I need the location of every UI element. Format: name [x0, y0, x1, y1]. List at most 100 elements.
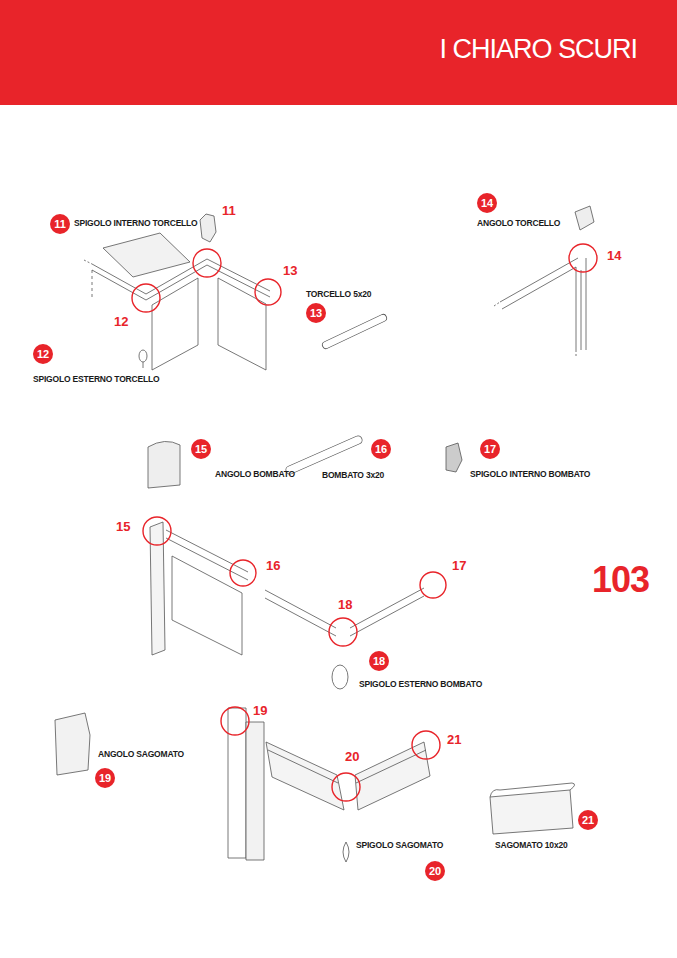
part-name: TORCELLO 5x20	[306, 290, 371, 299]
spigolo-esterno-bombato-icon	[332, 665, 348, 689]
part-name: SPIGOLO INTERNO TORCELLO	[74, 219, 198, 228]
part-name: BOMBATO 3x20	[322, 471, 384, 480]
angolo-bombato-piece	[150, 522, 165, 655]
detail-circle	[193, 249, 221, 277]
guide-line	[576, 350, 577, 358]
bombato-rail	[265, 598, 336, 636]
detail-circle	[329, 618, 357, 646]
sagomato-lip	[268, 750, 338, 783]
wall-tile	[172, 556, 242, 655]
spigolo-esterno-icon	[143, 362, 144, 368]
callout-number: 14	[607, 249, 621, 263]
angolo-bombato-icon	[148, 441, 180, 488]
callout-number: 13	[310, 308, 322, 319]
header-band	[0, 0, 677, 105]
part-name: ANGOLO SAGOMATO	[98, 750, 184, 759]
bombato-rail	[350, 596, 424, 636]
callout-number: 20	[345, 750, 359, 764]
sagomato-lip	[490, 783, 575, 797]
torcello-rail	[500, 258, 578, 302]
torcello-rail	[502, 267, 576, 309]
callout-badge: 17	[480, 439, 500, 459]
sagomato-band	[355, 742, 430, 810]
callout-badge: 13	[306, 303, 326, 323]
callout-number: 18	[338, 598, 352, 612]
sagomato-vertical	[228, 708, 246, 858]
callout-number: 16	[375, 444, 387, 455]
callout-number: 19	[253, 704, 267, 718]
part-name: SPIGOLO SAGOMATO	[356, 841, 443, 850]
part-name: SPIGOLO ESTERNO BOMBATO	[359, 680, 482, 689]
sagomato-band	[266, 742, 344, 810]
callout-number: 21	[447, 733, 461, 747]
part-name: SAGOMATO 10x20	[495, 841, 567, 850]
torcello-rail	[576, 267, 577, 350]
torcello-rail	[92, 265, 270, 300]
callout-badge: 18	[369, 651, 389, 671]
part-name: ANGOLO BOMBATO	[215, 470, 295, 479]
callout-number: 19	[99, 773, 111, 784]
callout-badge: 15	[191, 439, 211, 459]
callout-number: 11	[54, 219, 66, 230]
callout-number: 20	[429, 866, 441, 877]
trim-drawings	[55, 206, 594, 862]
torcello-rail	[581, 270, 582, 350]
detail-circle	[412, 731, 440, 759]
page-title: I CHIARO SCURI	[439, 36, 637, 63]
torcello-rod	[326, 318, 383, 345]
callout-number: 16	[266, 559, 280, 573]
sagomato-vertical	[246, 722, 264, 860]
callout-badge: 14	[477, 193, 497, 213]
callout-number: 15	[195, 444, 207, 455]
bombato-rail	[166, 538, 248, 580]
spigolo-interno-icon	[200, 214, 216, 242]
callout-badge: 21	[578, 810, 598, 830]
torcello-rod	[326, 318, 383, 345]
spigolo-interno-bombato-icon	[446, 443, 462, 472]
wall-tile	[218, 278, 266, 370]
detail-circle	[221, 707, 249, 735]
callout-number: 21	[582, 815, 594, 826]
callout-number: 13	[283, 264, 297, 278]
part-name: SPIGOLO INTERNO BOMBATO	[470, 470, 590, 479]
bombato-rod	[290, 440, 358, 470]
callout-number: 12	[114, 315, 128, 329]
angolo-torcello-icon	[575, 206, 594, 230]
detail-circle	[132, 284, 160, 312]
callout-number: 15	[116, 520, 130, 534]
spigolo-esterno-icon	[139, 350, 147, 362]
page-number: 103	[592, 560, 649, 600]
part-name: SPIGOLO ESTERNO TORCELLO	[33, 375, 159, 384]
detail-circle	[332, 773, 360, 801]
bombato-rail	[166, 530, 248, 572]
bombato-rod	[290, 440, 358, 470]
spigolo-sagomato-icon	[343, 842, 349, 862]
callout-number: 17	[452, 559, 466, 573]
guide-line	[92, 270, 93, 300]
guide-line	[494, 302, 500, 306]
callout-badge: 19	[95, 768, 115, 788]
callout-number: 12	[37, 349, 49, 360]
detail-circle	[255, 279, 281, 305]
torcello-rail	[92, 259, 270, 294]
bombato-rail	[265, 590, 336, 628]
callout-number: 18	[373, 656, 385, 667]
callout-number: 14	[481, 198, 493, 209]
detail-circles	[132, 244, 597, 801]
callout-badge: 16	[371, 439, 391, 459]
callout-number: 17	[484, 444, 496, 455]
callout-badge: 20	[425, 861, 445, 881]
floor-tile	[103, 233, 190, 277]
angolo-sagomato-icon	[55, 713, 90, 775]
detail-circle	[230, 560, 256, 586]
sagomato-piece	[490, 790, 573, 834]
callout-badge: 11	[50, 214, 70, 234]
detail-circle	[569, 244, 597, 272]
detail-circle	[420, 572, 446, 598]
part-name: ANGOLO TORCELLO	[477, 219, 560, 228]
detail-circle	[143, 517, 171, 545]
callout-badge: 12	[33, 344, 53, 364]
callout-number: 11	[222, 204, 236, 218]
guide-line	[84, 260, 92, 264]
bombato-rail	[350, 588, 424, 628]
